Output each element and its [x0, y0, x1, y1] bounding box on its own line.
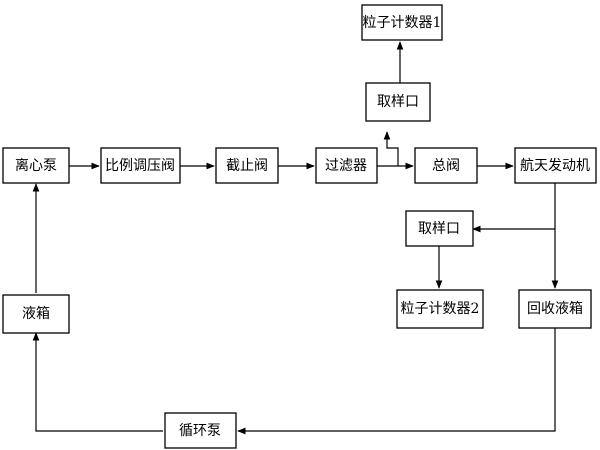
- connections: [32, 41, 559, 435]
- line-circulation-to-tank: [32, 332, 163, 432]
- main-valve-label: 总阀: [432, 158, 460, 174]
- node-filter: 过滤器: [315, 147, 378, 184]
- proportional-valve-label: 比例调压阀: [105, 158, 175, 174]
- node-sampling-port-2: 取样口: [405, 210, 474, 247]
- line-recovery-to-circulation: [237, 328, 556, 435]
- sampling-port-2-label: 取样口: [418, 221, 460, 237]
- liquid-tank-label: 液箱: [22, 306, 50, 322]
- node-centrifugal-pump: 离心泵: [2, 147, 70, 184]
- centrifugal-pump-label: 离心泵: [15, 157, 57, 174]
- node-shutoff-valve: 截止阀: [215, 147, 279, 184]
- node-aero-engine: 航天发动机: [514, 147, 597, 184]
- node-sampling-port-1: 取样口: [365, 82, 431, 122]
- branch-to-sampling-port-1: [383, 131, 399, 166]
- particle-counter-2-label: 粒子计数器2: [401, 301, 480, 317]
- aero-engine-label: 航天发动机: [520, 158, 590, 174]
- shutoff-valve-label: 截止阀: [226, 158, 268, 174]
- node-main-valve: 总阀: [414, 147, 478, 184]
- node-recovery-tank: 回收液箱: [518, 289, 592, 329]
- filter-label: 过滤器: [325, 158, 367, 174]
- node-liquid-tank: 液箱: [2, 294, 70, 334]
- node-proportional-valve: 比例调压阀: [100, 147, 181, 184]
- node-particle-counter-2: 粒子计数器2: [396, 289, 484, 329]
- node-circulation-pump: 循环泵: [164, 412, 237, 449]
- particle-counter-1-label: 粒子计数器1: [363, 15, 442, 31]
- circulation-pump-label: 循环泵: [179, 423, 221, 439]
- node-particle-counter-1: 粒子计数器1: [361, 4, 443, 41]
- sampling-port-1-label: 取样口: [377, 94, 419, 110]
- recovery-tank-label: 回收液箱: [527, 301, 583, 317]
